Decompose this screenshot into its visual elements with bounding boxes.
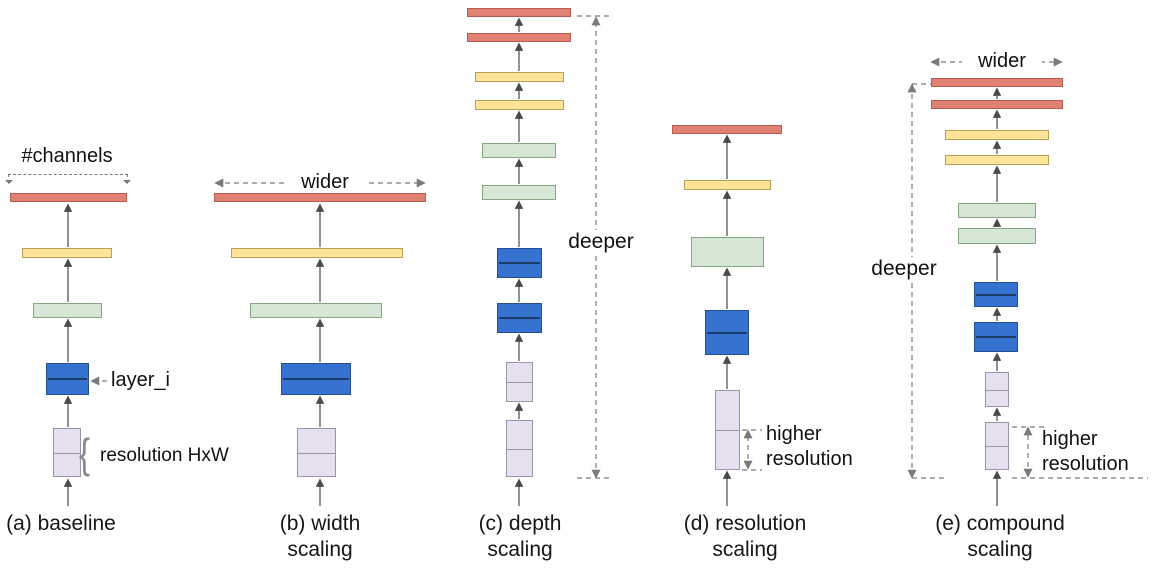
caption-line: scaling <box>967 538 1033 561</box>
resolution-box <box>506 420 533 477</box>
caption-line: (b) width <box>279 512 361 535</box>
yellow-bar <box>945 155 1049 165</box>
caption-line: (c) depth <box>478 512 562 535</box>
yellow-bar <box>684 180 771 190</box>
green-bar <box>958 203 1036 218</box>
layer-label: layer_i <box>111 369 170 391</box>
salmon-bar <box>467 33 571 42</box>
caption-line: (d) resolution <box>683 512 807 535</box>
salmon-bar <box>672 125 782 134</box>
salmon-bar <box>10 193 127 202</box>
caption-line: scaling <box>487 538 553 561</box>
resolution-label-d: resolution <box>766 448 853 470</box>
channels-label: #channels <box>21 145 113 167</box>
salmon-bar <box>931 78 1063 87</box>
layer-box <box>974 322 1018 352</box>
caption-line: scaling <box>287 538 353 561</box>
caption-e: (e) compound scaling <box>912 511 1088 563</box>
caption-b: (b) width scaling <box>257 511 383 563</box>
yellow-bar <box>945 130 1049 140</box>
green-bar <box>482 143 556 158</box>
yellow-bar <box>475 100 564 110</box>
resolution-box <box>985 372 1009 407</box>
caption-line: scaling <box>712 538 778 561</box>
resolution-box <box>715 390 740 470</box>
deeper-label-c: deeper <box>551 230 651 254</box>
layer-box <box>46 363 89 395</box>
caption-line: (e) compound <box>935 512 1065 535</box>
resolution-box <box>297 428 336 477</box>
wider-label-e: wider <box>962 50 1042 73</box>
caption-a: (a) baseline <box>0 511 122 537</box>
higher-label-d: higher <box>766 423 822 445</box>
layer-box <box>497 248 542 278</box>
resolution-box <box>985 422 1009 470</box>
layer-box <box>497 303 542 333</box>
layer-box <box>705 310 749 355</box>
resolution-label-e: resolution <box>1042 453 1129 475</box>
caption-c: (c) depth scaling <box>457 511 583 563</box>
caption-d: (d) resolution scaling <box>662 511 828 563</box>
green-bar <box>250 303 382 318</box>
resolution-box <box>53 428 81 477</box>
layer-box <box>974 282 1018 307</box>
deeper-label-e: deeper <box>858 257 950 281</box>
green-bar <box>482 185 556 200</box>
caption-line: (a) baseline <box>6 512 116 535</box>
green-bar <box>33 303 102 318</box>
resolution-label: resolution HxW <box>100 445 229 466</box>
wider-label-b: wider <box>285 171 365 194</box>
salmon-bar <box>931 100 1063 109</box>
salmon-bar <box>214 193 426 202</box>
resolution-box <box>506 362 533 402</box>
green-bar <box>958 228 1036 244</box>
channels-bracket <box>5 174 131 184</box>
resolution-brace: { <box>79 430 91 477</box>
green-bar <box>691 237 764 267</box>
salmon-bar <box>467 8 571 17</box>
yellow-bar <box>231 248 403 258</box>
higher-label-e: higher <box>1042 428 1098 450</box>
layer-box <box>281 363 351 395</box>
yellow-bar <box>22 248 112 258</box>
yellow-bar <box>475 72 564 82</box>
